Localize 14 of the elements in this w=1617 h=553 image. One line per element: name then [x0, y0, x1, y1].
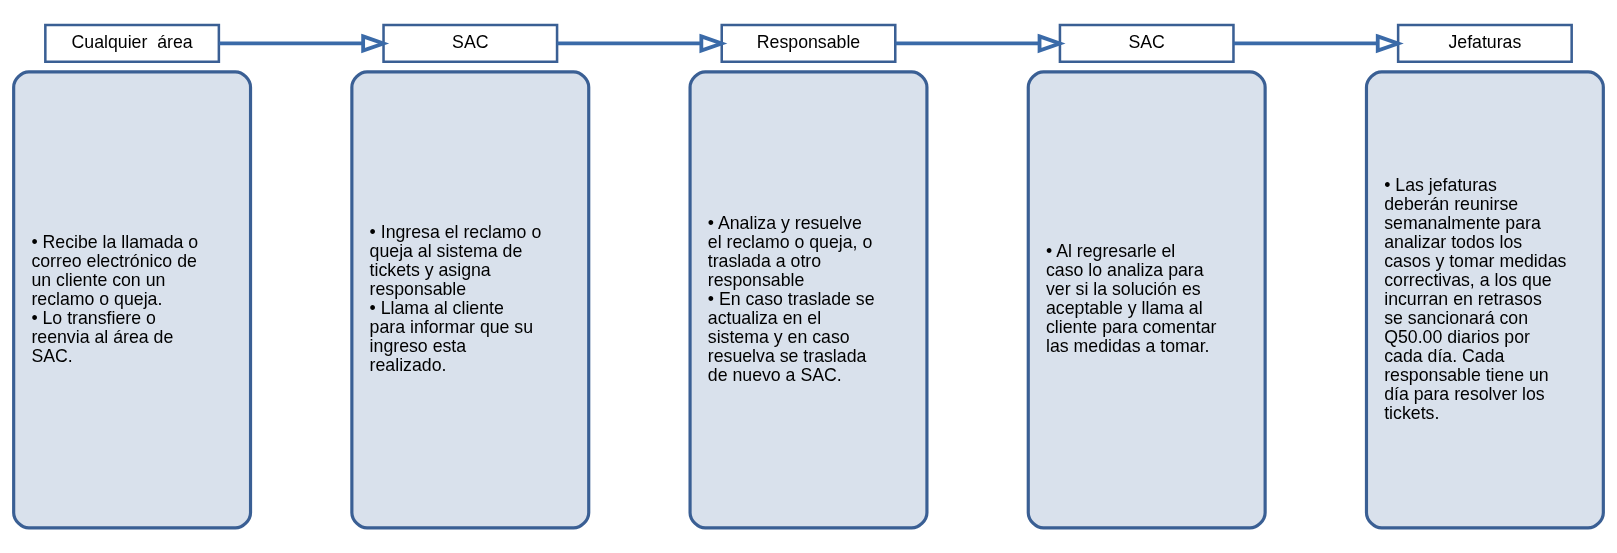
node-box: • Las jefaturas deberán reunirse semanalmente para analizar todos los casos y tomar medidas correctivas, a los que incurran en retrasos se sancionará con Q50.00 diarios por cada día. Cada responsable tiene un día para resolver los tickets. [1364, 70, 1605, 530]
node-box: SAC [1058, 23, 1235, 64]
arrow [1233, 33, 1404, 54]
arrow [557, 33, 728, 54]
node-box: Responsable [720, 23, 897, 64]
node-box: Jefaturas [1396, 23, 1573, 64]
node-box: SAC [382, 23, 559, 64]
node-box: • Ingresa el reclamo o queja al sistema de tickets y asigna responsable • Llama al cliente para informar que su ingreso esta realizado. [350, 70, 591, 530]
arrow [895, 33, 1066, 54]
arrow [218, 33, 390, 54]
node-box: Cualquier área [44, 23, 221, 64]
node-box: • Analiza y resuelve el reclamo o queja, o traslada a otro responsable • En caso traslade se actualiza en el sistema y en caso resuelva se traslada de nuevo a SAC. [688, 70, 929, 530]
node-box: • Recibe la llamada o correo electrónico de un cliente con un reclamo o queja. • Lo transfiere o reenvia al área de SAC. [12, 70, 253, 530]
node-box: • Al regresarle el caso lo analiza para ver si la solución es aceptable y llama al cliente para comentar las medidas a tomar. [1026, 70, 1267, 530]
